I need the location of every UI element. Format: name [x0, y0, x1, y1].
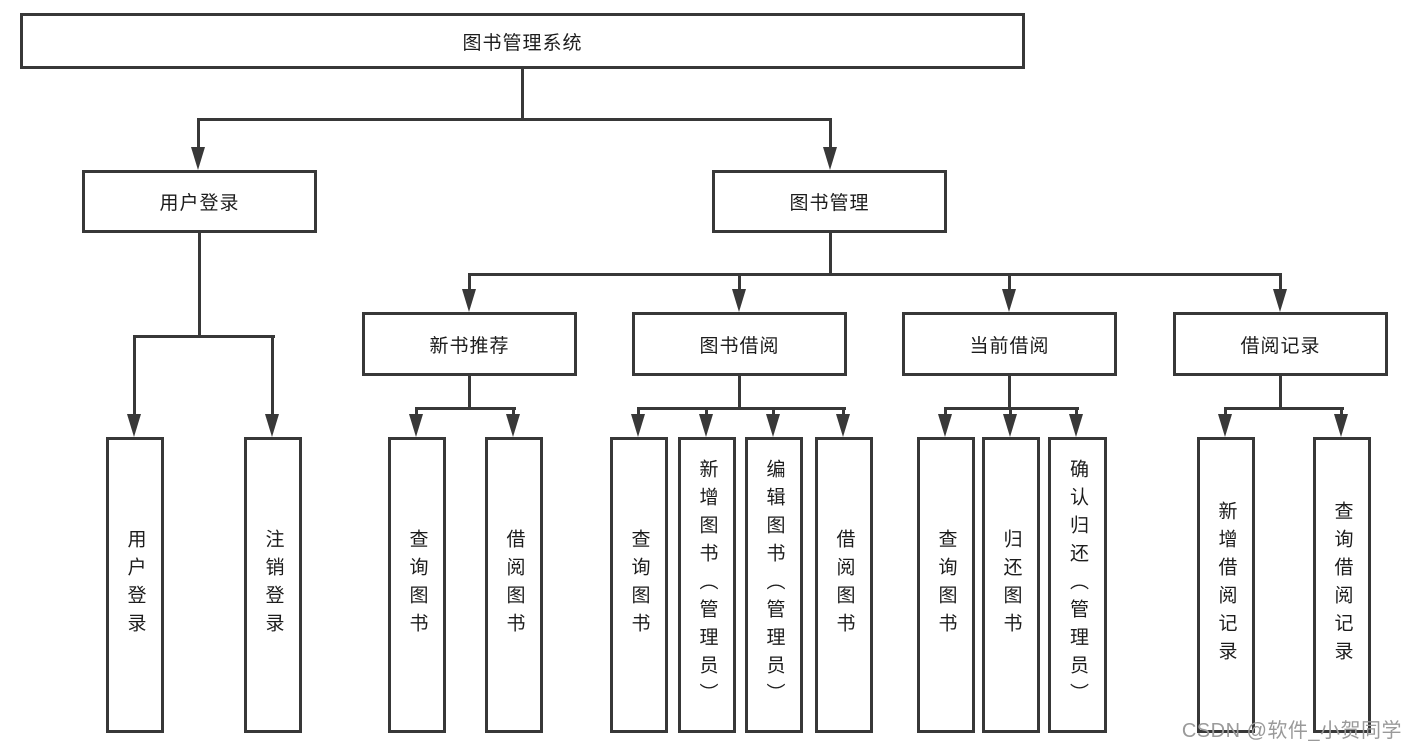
arrowhead-down: [1334, 414, 1348, 437]
arrowhead-down: [766, 414, 780, 437]
arrowhead-down: [938, 414, 952, 437]
connector: [842, 407, 845, 419]
connector: [829, 233, 832, 273]
leaf-query-borrow-record: 查询借阅记录: [1313, 437, 1371, 733]
arrowhead-down: [823, 147, 837, 170]
leaf-return-books-label: 归还图书: [1000, 529, 1022, 641]
watermark: CSDN @软件_小贺同学: [1181, 720, 1402, 742]
node-borrowing-records: 借阅记录: [1173, 312, 1388, 376]
arrowhead-down: [1273, 289, 1287, 312]
connector: [198, 233, 201, 335]
connector: [1224, 407, 1227, 419]
node-new-book-recommendation-label: 新书推荐: [429, 335, 510, 357]
connector: [415, 407, 418, 419]
leaf-add-book-admin: 新增图书（管理员）: [678, 437, 736, 733]
connector: [133, 335, 136, 417]
connector: [1224, 407, 1344, 410]
connector: [738, 376, 741, 407]
arrowhead-down: [506, 414, 520, 437]
node-user-login-label: 用户登录: [159, 193, 240, 214]
connector: [1009, 407, 1012, 419]
connector: [829, 118, 832, 150]
leaf-logout-label: 注销登录: [262, 529, 284, 641]
connector: [705, 407, 708, 419]
connector: [271, 335, 274, 417]
leaf-borrow-books-2-label: 借阅图书: [833, 529, 855, 641]
arrowhead-down: [1218, 414, 1232, 437]
leaf-add-borrow-record-label: 新增借阅记录: [1215, 501, 1237, 669]
leaf-return-books: 归还图书: [982, 437, 1040, 733]
leaf-add-book-admin-label: 新增图书（管理员）: [696, 459, 718, 711]
leaf-query-books-3-label: 查询图书: [935, 529, 957, 641]
leaf-add-borrow-record: 新增借阅记录: [1197, 437, 1255, 733]
leaf-confirm-return-admin: 确认归还（管理员）: [1048, 437, 1107, 733]
node-book-management: 图书管理: [712, 170, 947, 233]
node-root: 图书管理系统: [20, 13, 1025, 69]
connector: [415, 407, 516, 410]
arrowhead-down: [836, 414, 850, 437]
connector: [738, 273, 741, 291]
leaf-query-books-1: 查询图书: [388, 437, 446, 733]
leaf-query-books-2-label: 查询图书: [628, 529, 650, 641]
connector: [1008, 273, 1011, 291]
connector: [1008, 376, 1011, 407]
connector: [468, 273, 1282, 276]
arrowhead-down: [1069, 414, 1083, 437]
arrowhead-down: [1003, 414, 1017, 437]
node-current-borrowing-label: 当前借阅: [969, 335, 1050, 357]
connector: [637, 407, 640, 419]
leaf-query-books-3: 查询图书: [917, 437, 975, 733]
leaf-confirm-return-admin-label: 确认归还（管理员）: [1067, 459, 1088, 711]
leaf-user-login: 用户登录: [106, 437, 164, 733]
arrowhead-down: [409, 414, 423, 437]
arrowhead-down: [127, 414, 141, 437]
node-book-management-label: 图书管理: [789, 193, 870, 214]
connector: [468, 376, 471, 407]
connector: [197, 118, 832, 121]
connector: [521, 69, 524, 121]
leaf-query-books-2: 查询图书: [610, 437, 668, 733]
connector: [512, 407, 515, 419]
leaf-query-books-1-label: 查询图书: [406, 529, 428, 641]
connector: [772, 407, 775, 419]
leaf-user-login-label: 用户登录: [124, 529, 146, 641]
arrowhead-down: [631, 414, 645, 437]
node-root-label: 图书管理系统: [462, 32, 583, 54]
leaf-logout: 注销登录: [244, 437, 302, 733]
arrowhead-down: [1002, 289, 1016, 312]
connector: [1340, 407, 1343, 419]
node-new-book-recommendation: 新书推荐: [362, 312, 577, 376]
node-book-borrowing: 图书借阅: [632, 312, 847, 376]
connector: [944, 407, 947, 419]
leaf-query-borrow-record-label: 查询借阅记录: [1331, 501, 1353, 669]
leaf-borrow-books-1: 借阅图书: [485, 437, 543, 733]
arrowhead-down: [265, 414, 279, 437]
connector: [133, 335, 275, 338]
connector: [637, 407, 846, 410]
connector: [1279, 273, 1282, 291]
leaf-borrow-books-1-label: 借阅图书: [503, 529, 525, 641]
connector: [468, 273, 471, 291]
node-user-login: 用户登录: [82, 170, 317, 233]
connector: [1279, 376, 1282, 407]
arrowhead-down: [699, 414, 713, 437]
leaf-borrow-books-2: 借阅图书: [815, 437, 873, 733]
connector: [1075, 407, 1078, 419]
leaf-edit-book-admin-label: 编辑图书（管理员）: [763, 459, 785, 711]
arrowhead-down: [462, 289, 476, 312]
node-book-borrowing-label: 图书借阅: [699, 335, 780, 357]
connector: [197, 118, 200, 150]
leaf-edit-book-admin: 编辑图书（管理员）: [745, 437, 803, 733]
node-borrowing-records-label: 借阅记录: [1240, 335, 1321, 357]
arrowhead-down: [732, 289, 746, 312]
node-current-borrowing: 当前借阅: [902, 312, 1117, 376]
arrowhead-down: [191, 147, 205, 170]
